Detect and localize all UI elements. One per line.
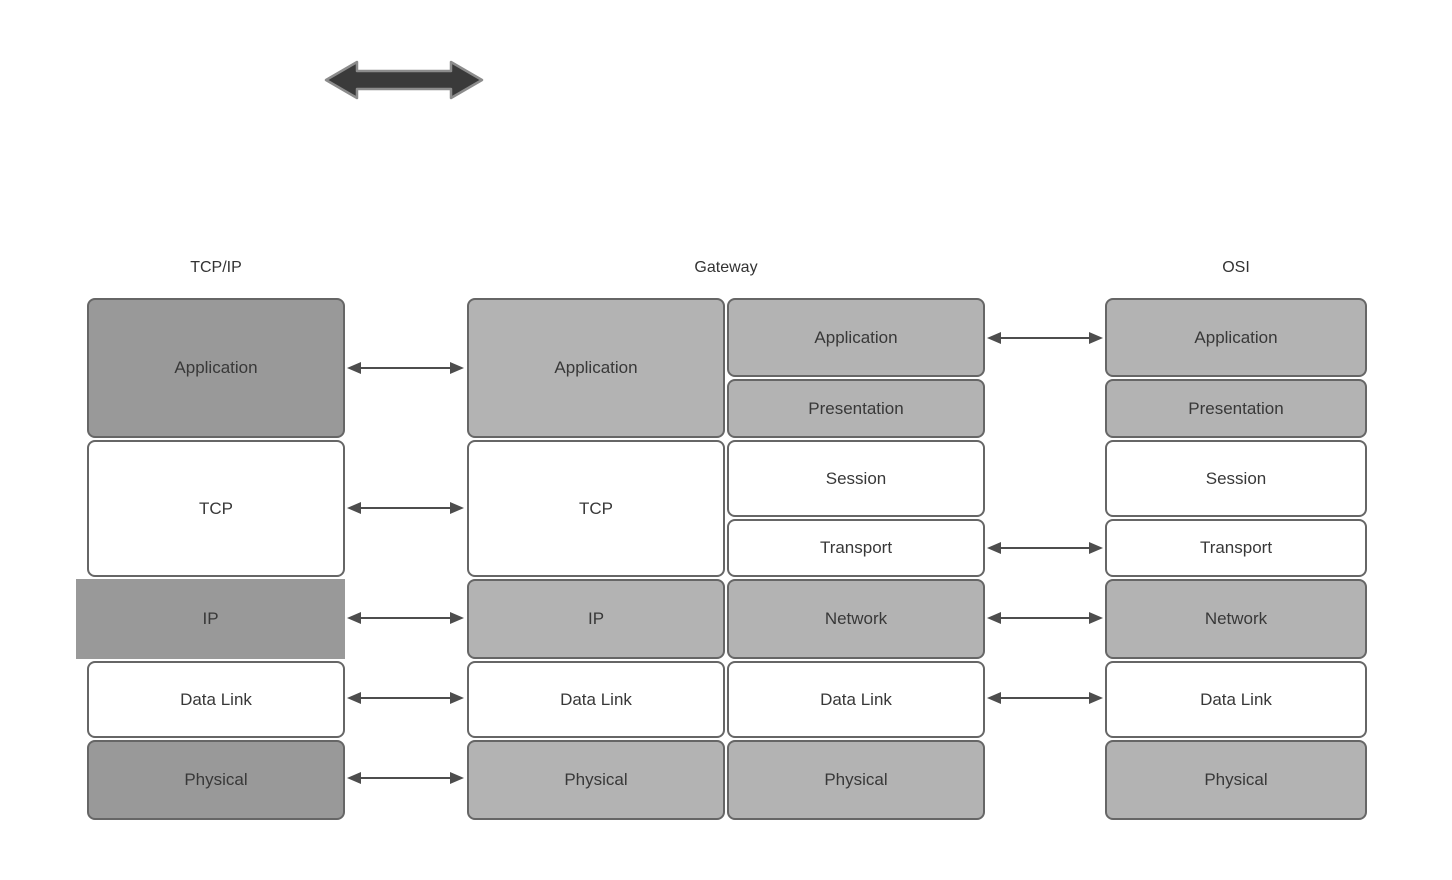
gateway-osi-layer-application: Application [727,298,985,377]
tcpip-layer-tcp: TCP [87,440,345,577]
osi-stack-title: OSI [1222,259,1250,276]
double-headed-block-arrow-icon [324,60,484,100]
osi-layer-network: Network [1105,579,1367,659]
tcpip-layer-data-link: Data Link [87,661,345,738]
osi-layer-session: Session [1105,440,1367,517]
arrow-gateway-osi-application [987,332,1103,344]
tcpip-layer-application: Application [87,298,345,438]
gateway-osi-layer-network: Network [727,579,985,659]
tcpip-layer-physical: Physical [87,740,345,820]
arrow-tcpip-gateway-ip [347,612,464,624]
tcpip-layer-ip: IP [76,579,345,659]
gateway-osi-layer-physical: Physical [727,740,985,820]
gateway-layer-tcp: TCP [467,440,725,577]
arrow-tcpip-gateway-data-link [347,692,464,704]
gateway-layer-physical: Physical [467,740,725,820]
arrow-gateway-osi-network [987,612,1103,624]
osi-layer-presentation: Presentation [1105,379,1367,438]
gateway-osi-layer-presentation: Presentation [727,379,985,438]
arrow-gateway-osi-transport [987,542,1103,554]
tcpip-stack-title: TCP/IP [190,259,242,276]
gateway-layer-data-link: Data Link [467,661,725,738]
gateway-osi-layer-session: Session [727,440,985,517]
gateway-left-stack: Application TCP IP Data Link Physical [467,298,725,820]
osi-stack: Application Presentation Session Transpo… [1105,298,1367,820]
arrow-tcpip-gateway-tcp [347,502,464,514]
gateway-layer-application: Application [467,298,725,438]
osi-layer-physical: Physical [1105,740,1367,820]
gateway-osi-layer-transport: Transport [727,519,985,577]
gateway-layer-ip: IP [467,579,725,659]
osi-layer-transport: Transport [1105,519,1367,577]
osi-layer-data-link: Data Link [1105,661,1367,738]
osi-layer-application: Application [1105,298,1367,377]
tcpip-stack: Application TCP IP Data Link Physical [76,298,345,820]
arrow-tcpip-gateway-application [347,362,464,374]
gateway-stack-title: Gateway [694,259,758,276]
gateway-osi-layer-data-link: Data Link [727,661,985,738]
arrow-tcpip-gateway-physical [347,772,464,784]
arrow-gateway-osi-data-link [987,692,1103,704]
gateway-right-stack: Application Presentation Session Transpo… [727,298,985,820]
